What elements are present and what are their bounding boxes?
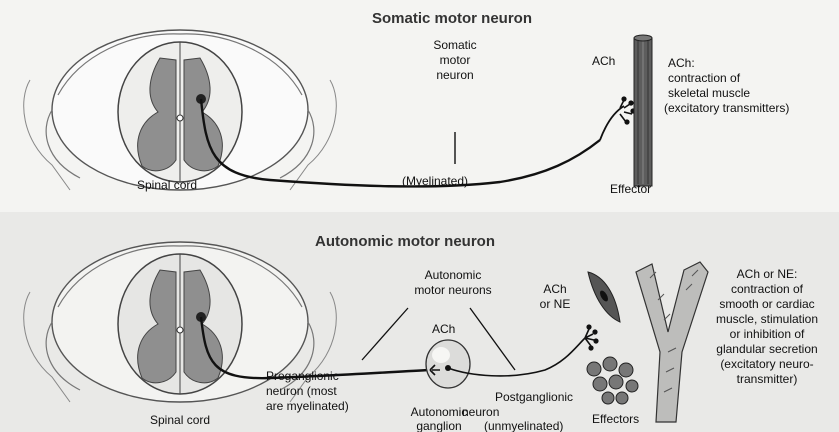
postganglionic-label-line1: Postganglionic (495, 390, 573, 404)
somatic-neuron-label-line1: Somatic (420, 38, 490, 52)
autonomic-desc-line2: contraction of (700, 282, 834, 296)
autonomic-desc-line8: transmitter) (700, 372, 834, 386)
somatic-ach-label: ACh (592, 54, 615, 68)
autonomic-ganglion (426, 340, 470, 388)
preganglionic-label-line1: Preganglionic (266, 369, 339, 383)
somatic-desc-line2: contraction of (668, 71, 740, 85)
smooth-muscle-cell (588, 272, 620, 322)
skeletal-muscle-effector (634, 35, 652, 186)
autonomic-panel: Autonomic motor neuron Autonomic motor n… (0, 212, 839, 432)
autonomic-desc-line6: glandular secretion (700, 342, 834, 356)
preganglionic-label-line3: are myelinated) (266, 399, 349, 413)
somatic-axon-terminal (600, 96, 636, 140)
ganglion-ach-label: ACh (432, 322, 455, 336)
autonomic-desc-line4: muscle, stimulation (700, 312, 834, 326)
autonomic-desc-line7: (excitatory neuro- (700, 357, 834, 371)
preganglionic-label-line2: neuron (most (266, 384, 337, 398)
autonomic-desc-line3: smooth or cardiac (700, 297, 834, 311)
somatic-desc-line3: skeletal muscle (668, 86, 750, 100)
terminal-ach-label: ACh (530, 282, 580, 296)
autonomic-neurons-label-line1: Autonomic (398, 268, 508, 282)
autonomic-desc-line5: or inhibition of (700, 327, 834, 341)
somatic-panel: Somatic motor neuron Somatic motor neuro… (0, 0, 839, 212)
autonomic-pointer-pre (362, 308, 408, 360)
gland-tissue (636, 262, 708, 422)
somatic-spinal-cord-illustration (24, 30, 337, 190)
autonomic-neurons-label-line2: motor neurons (398, 283, 508, 297)
somatic-neuron-label-line3: neuron (420, 68, 490, 82)
somatic-neuron-label-line2: motor (420, 53, 490, 67)
effectors-label: Effectors (592, 412, 639, 426)
somatic-desc-line4: (excitatory transmitters) (664, 101, 789, 115)
autonomic-title: Autonomic motor neuron (315, 233, 495, 251)
autonomic-axon-terminal (585, 324, 599, 350)
autonomic-desc-line1: ACh or NE: (700, 267, 834, 281)
postganglionic-label-line2: neuron (462, 405, 499, 419)
somatic-spinal-cord-label: Spinal cord (137, 178, 197, 192)
cardiac-muscle-cells (587, 357, 638, 404)
postganglionic-label-line3: (unmyelinated) (484, 419, 563, 432)
terminal-ne-label: or NE (530, 297, 580, 311)
autonomic-pointer-post (470, 308, 515, 370)
effector-label: Effector (610, 182, 651, 196)
somatic-title: Somatic motor neuron (372, 10, 532, 28)
somatic-desc-line1: ACh: (668, 56, 695, 70)
autonomic-spinal-cord-label: Spinal cord (150, 413, 210, 427)
myelinated-label: (Myelinated) (402, 174, 468, 188)
ganglion-label-line2: ganglion (404, 419, 474, 432)
